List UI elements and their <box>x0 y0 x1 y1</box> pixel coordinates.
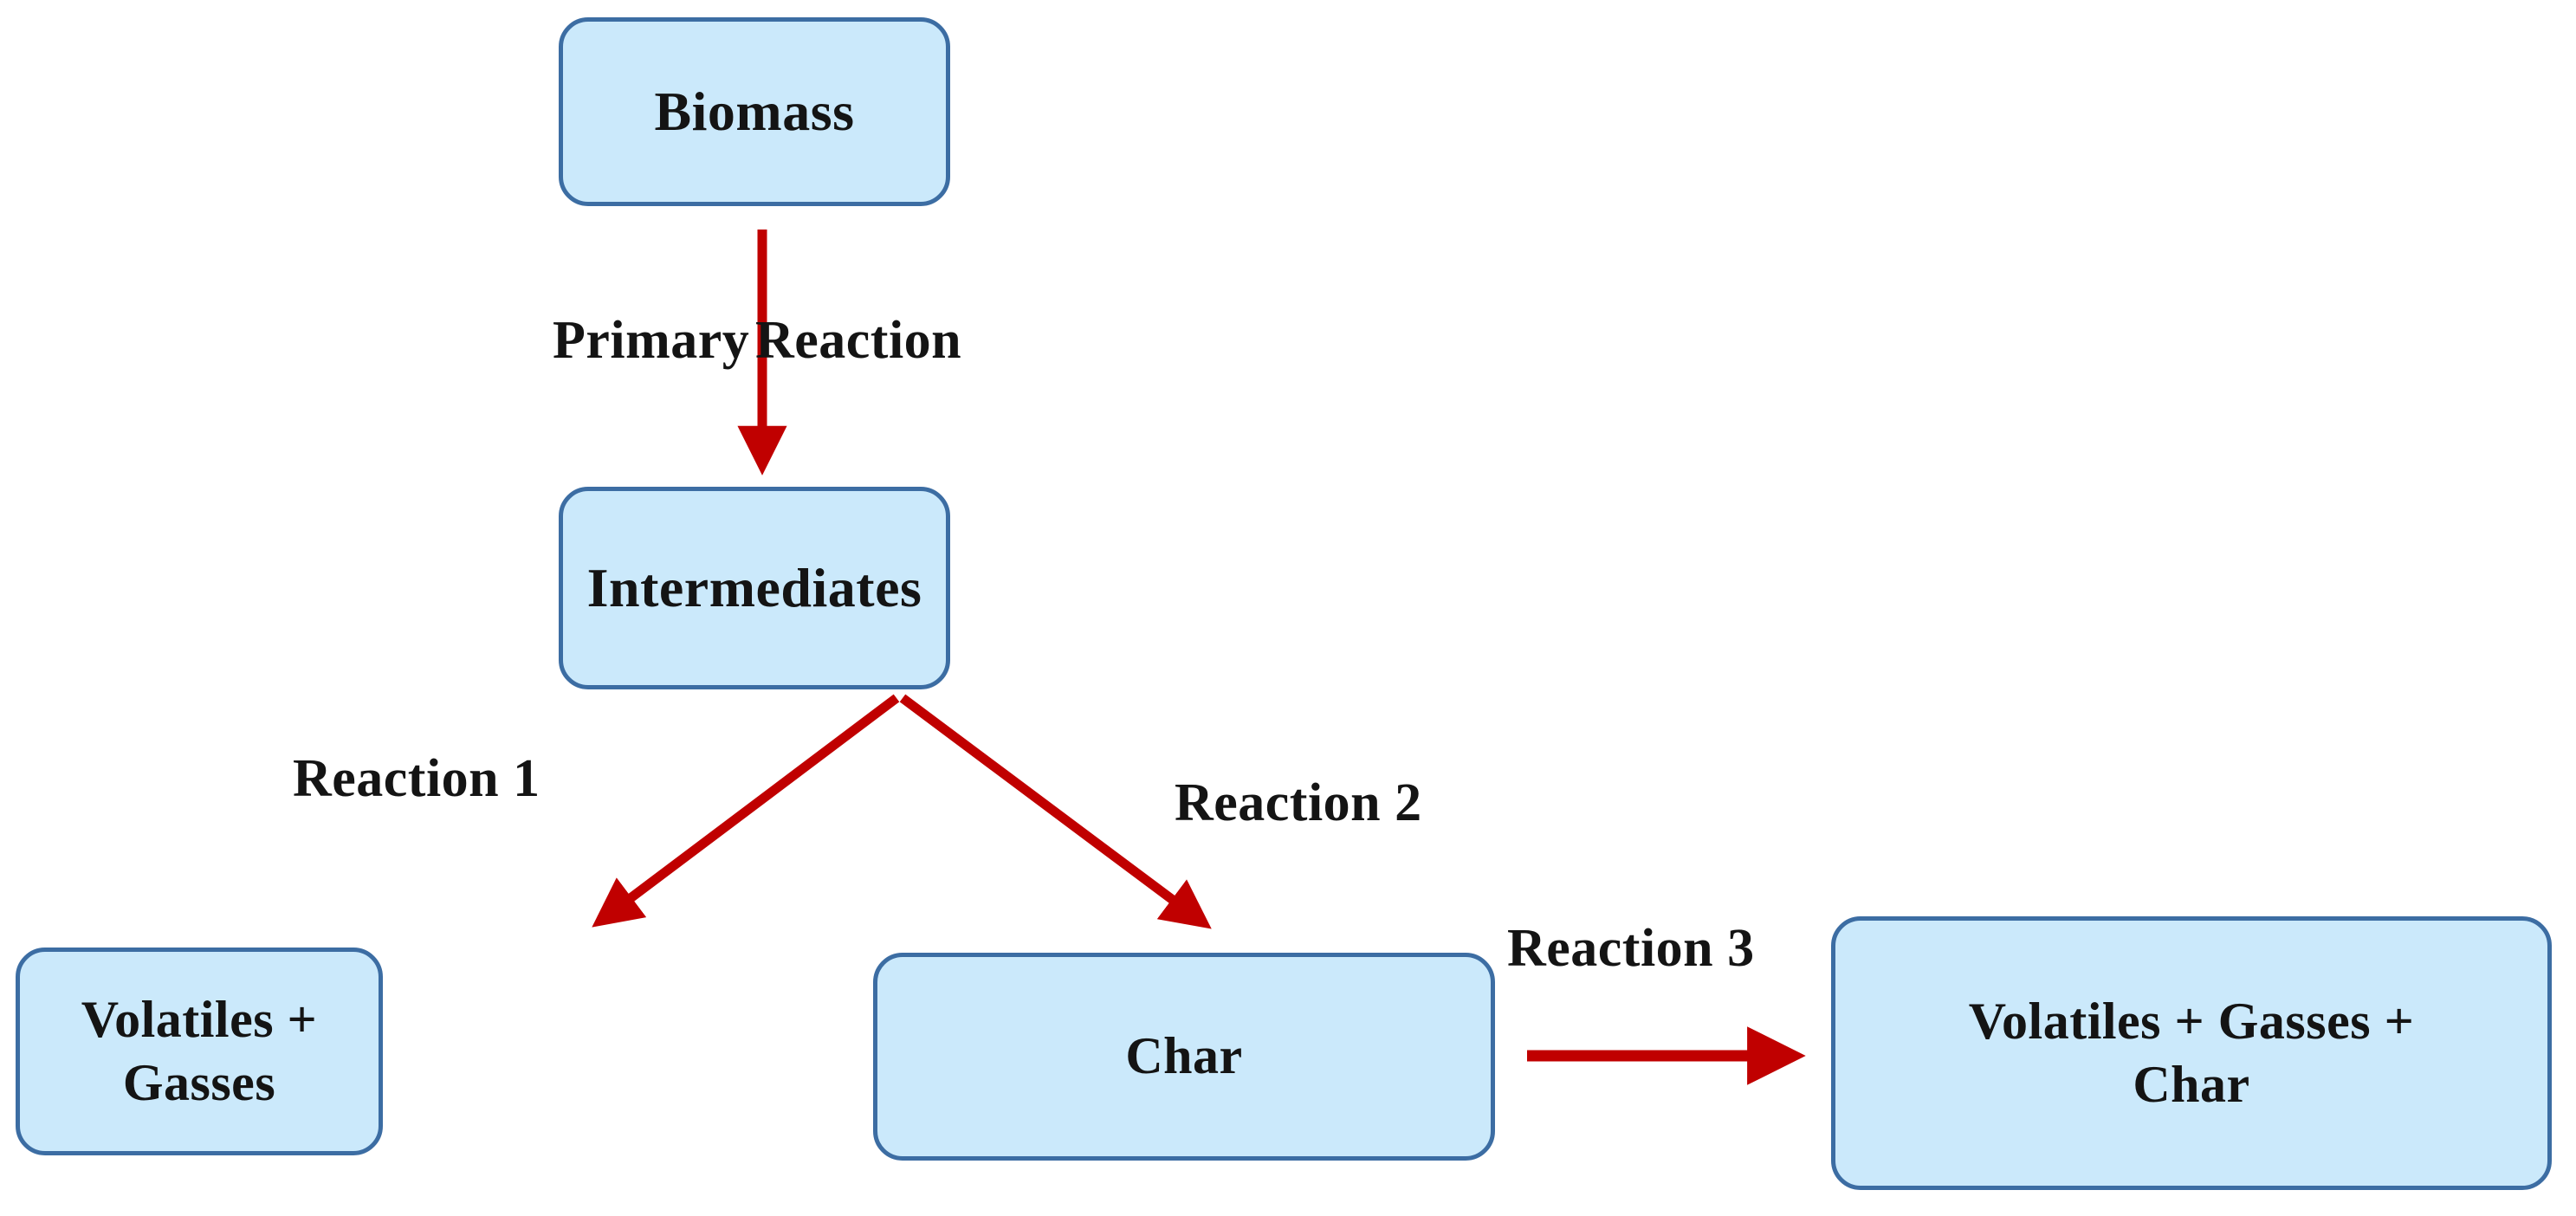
node-volatiles-gasses-char-line-2: Char <box>2133 1056 2250 1113</box>
edge-label-reaction-2: Reaction 2 <box>1175 773 1422 832</box>
node-volatiles-gasses-char-line-1: Volatiles + Gasses + <box>1968 992 2415 1050</box>
node-char-label: Char <box>1125 1027 1243 1085</box>
node-intermediates[interactable]: Intermediates <box>559 487 950 689</box>
node-volatiles-gasses-char-label: Volatiles + Gasses + Char <box>1851 990 2532 1116</box>
node-volatiles-gasses[interactable]: Volatiles + Gasses <box>16 948 383 1155</box>
arrow-intermediates-to-char <box>899 694 1212 929</box>
edge-label-reaction: Reaction <box>755 311 962 370</box>
node-biomass[interactable]: Biomass <box>559 17 950 206</box>
node-volatiles-gasses-char[interactable]: Volatiles + Gasses + Char <box>1831 916 2552 1190</box>
arrow-intermediates-to-volatiles <box>592 694 900 928</box>
edge-label-reaction-3: Reaction 3 <box>1507 919 1755 978</box>
node-intermediates-label: Intermediates <box>586 556 922 618</box>
node-biomass-label: Biomass <box>654 80 855 142</box>
edge-label-primary: Primary <box>553 311 750 370</box>
node-char[interactable]: Char <box>873 953 1495 1161</box>
edge-label-reaction-1: Reaction 1 <box>293 749 540 808</box>
node-volatiles-gasses-label: Volatiles + Gasses <box>81 990 318 1111</box>
